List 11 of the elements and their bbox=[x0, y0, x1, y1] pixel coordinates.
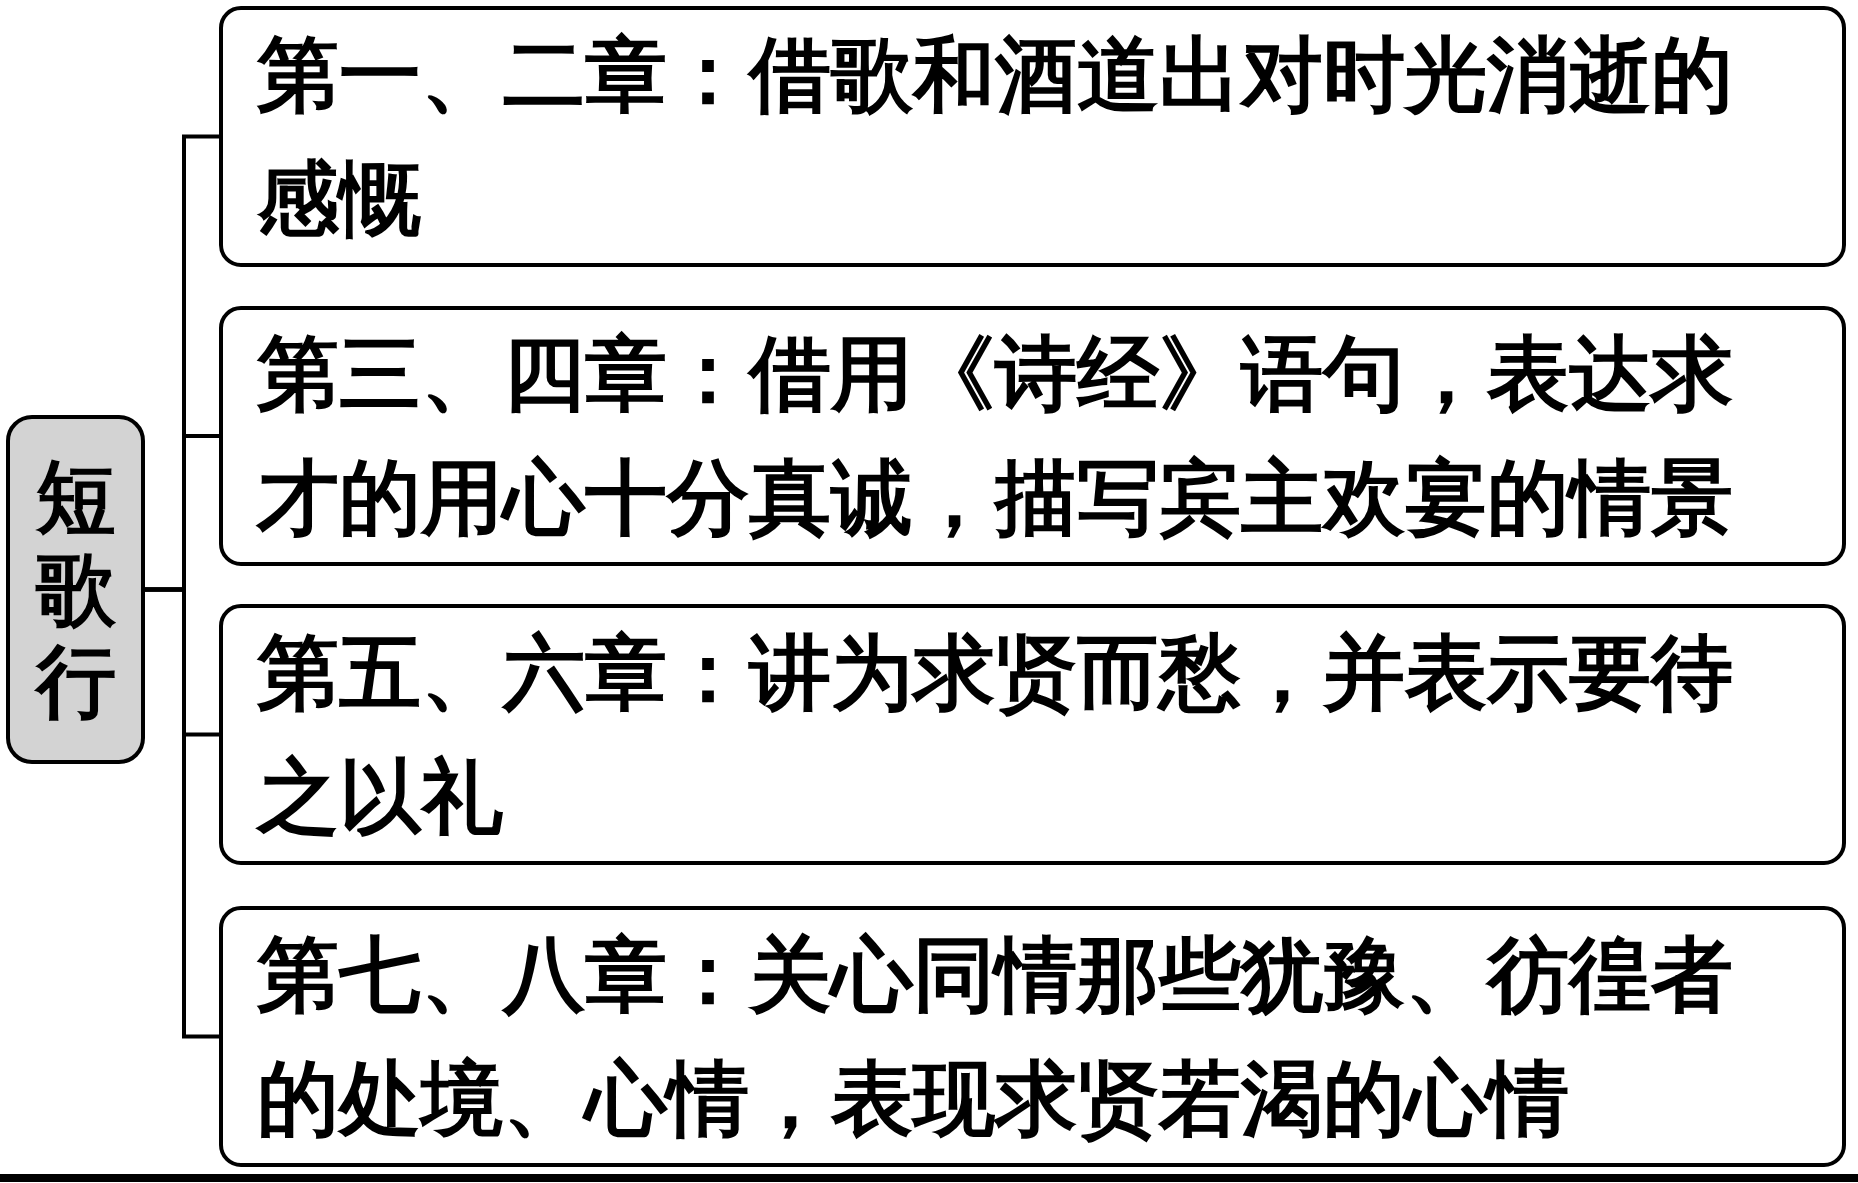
branch-text: 第一、二章：借歌和酒道出对时光消逝的感慨 bbox=[257, 25, 1734, 248]
branch-text: 第三、四章：借用《诗经》语句，表达求才的用心十分真诚，描写宾主欢宴的情景 bbox=[257, 325, 1734, 547]
branch-box bbox=[219, 604, 1846, 865]
branch-text: 第七、八章：关心同情那些犹豫、彷徨者的处境、心情，表现求贤若渴的心情 bbox=[257, 925, 1734, 1148]
branch-text: 第五、六章：讲为求贤而愁，并表示要待之以礼 bbox=[257, 623, 1734, 846]
title-text: 短歌行 bbox=[33, 451, 117, 728]
connector-line bbox=[145, 587, 219, 1039]
branch-box bbox=[219, 906, 1846, 1167]
root-box bbox=[6, 415, 145, 764]
branch-box bbox=[219, 306, 1846, 566]
branch-box bbox=[219, 6, 1846, 267]
